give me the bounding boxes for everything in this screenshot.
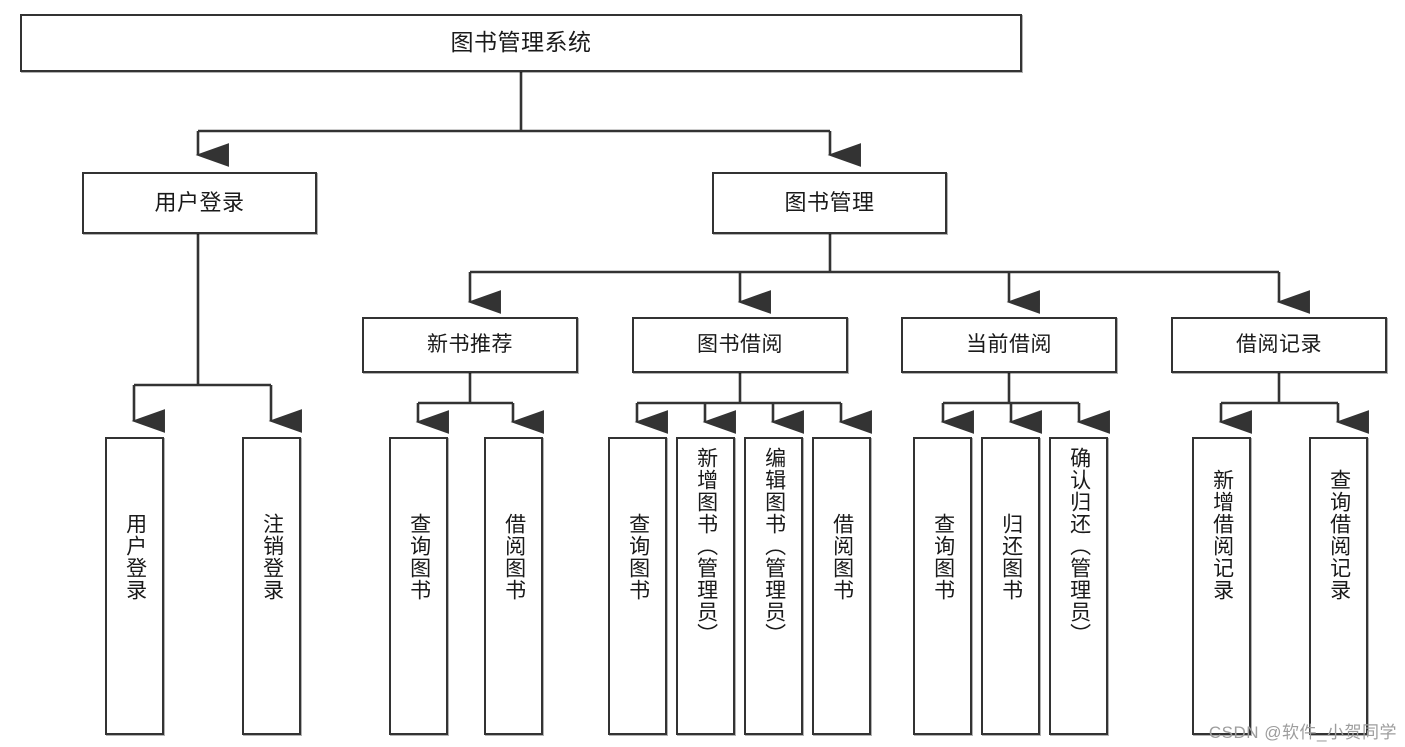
- node-leaf-edit-book[interactable]: 编辑图书（管理员）: [744, 437, 803, 735]
- node-label: 借阅记录: [1236, 332, 1322, 356]
- node-leaf-borrow-book-1[interactable]: 借阅图书: [484, 437, 543, 735]
- node-leaf-confirm-return[interactable]: 确认归还（管理员）: [1049, 437, 1108, 735]
- node-label: 用户登录: [154, 190, 245, 216]
- node-book-management[interactable]: 图书管理: [712, 172, 947, 234]
- node-label: 查询图书: [931, 513, 955, 601]
- node-label: 图书管理: [784, 190, 875, 216]
- node-current-borrow[interactable]: 当前借阅: [901, 317, 1117, 373]
- node-label: 图书借阅: [697, 332, 783, 356]
- node-leaf-query-book-2[interactable]: 查询图书: [608, 437, 667, 735]
- node-book-management-system[interactable]: 图书管理系统: [20, 14, 1022, 72]
- node-leaf-return-book[interactable]: 归还图书: [981, 437, 1040, 735]
- node-label: 借阅图书: [502, 513, 526, 601]
- node-label: 新书推荐: [427, 332, 513, 356]
- node-label: 确认归还（管理员）: [1067, 447, 1091, 645]
- node-leaf-query-book-1[interactable]: 查询图书: [389, 437, 448, 735]
- node-label: 注销登录: [260, 513, 284, 601]
- node-new-book-recommend[interactable]: 新书推荐: [362, 317, 578, 373]
- node-label: 编辑图书（管理员）: [762, 447, 786, 645]
- node-label: 新增图书（管理员）: [694, 447, 718, 645]
- node-label: 借阅图书: [830, 513, 854, 601]
- node-label: 当前借阅: [966, 332, 1052, 356]
- node-leaf-query-record[interactable]: 查询借阅记录: [1309, 437, 1368, 735]
- node-leaf-borrow-book-2[interactable]: 借阅图书: [812, 437, 871, 735]
- node-leaf-user-login[interactable]: 用户登录: [105, 437, 164, 735]
- node-leaf-add-book[interactable]: 新增图书（管理员）: [676, 437, 735, 735]
- node-label: 用户登录: [123, 513, 147, 601]
- node-leaf-query-book-3[interactable]: 查询图书: [913, 437, 972, 735]
- node-label: 图书管理系统: [450, 29, 592, 56]
- node-label: 查询图书: [407, 513, 431, 601]
- node-label: 新增借阅记录: [1210, 469, 1234, 601]
- csdn-watermark: CSDN @软件_小贺同学: [1208, 723, 1397, 742]
- node-book-borrow[interactable]: 图书借阅: [632, 317, 848, 373]
- node-label: 归还图书: [999, 513, 1023, 601]
- node-leaf-logout-login[interactable]: 注销登录: [242, 437, 301, 735]
- node-borrow-record[interactable]: 借阅记录: [1171, 317, 1387, 373]
- node-user-login[interactable]: 用户登录: [82, 172, 317, 234]
- node-label: 查询图书: [626, 513, 650, 601]
- node-leaf-add-record[interactable]: 新增借阅记录: [1192, 437, 1251, 735]
- node-label: 查询借阅记录: [1327, 469, 1351, 601]
